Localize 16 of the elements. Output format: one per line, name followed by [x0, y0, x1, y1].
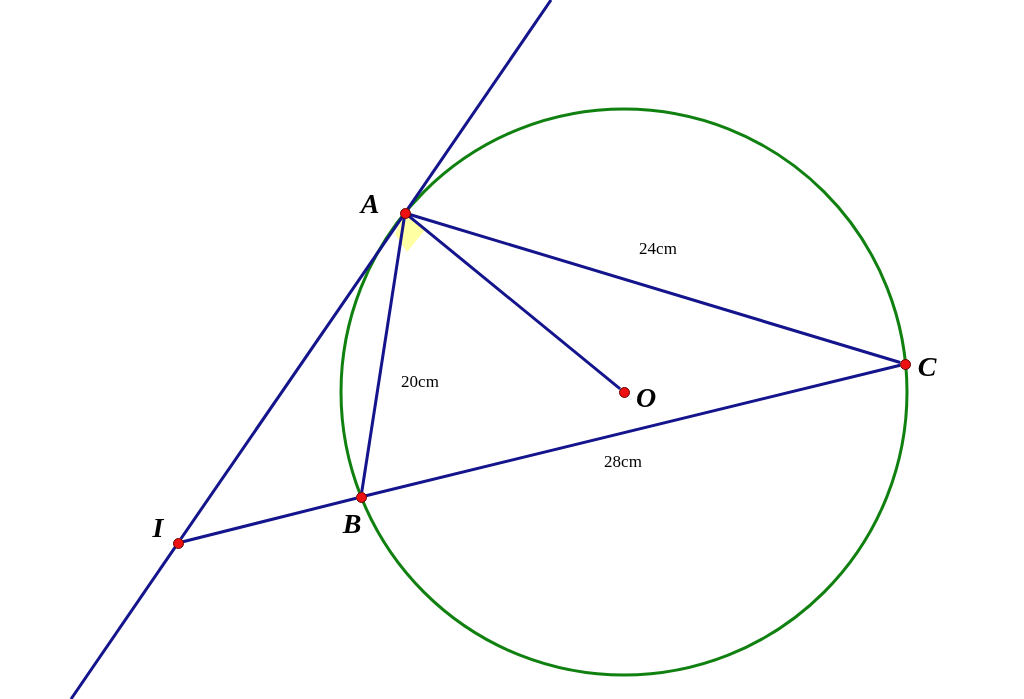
line-segment	[182, 496, 357, 544]
edge-label: 20cm	[401, 371, 439, 394]
point-label: C	[917, 353, 937, 381]
line-segment	[179, 216, 404, 540]
line-segment	[406, 0, 553, 210]
point-label: B	[342, 510, 362, 538]
point-label: O	[635, 384, 657, 412]
line-segment	[409, 213, 901, 364]
point-label: I	[152, 514, 164, 542]
line-segment	[407, 215, 622, 390]
line-segment	[69, 546, 177, 699]
line-segment	[365, 363, 901, 498]
line-segment	[360, 217, 406, 493]
point-label: A	[360, 190, 380, 218]
edge-label: 24cm	[639, 238, 677, 261]
edge-label: 28cm	[604, 451, 642, 474]
